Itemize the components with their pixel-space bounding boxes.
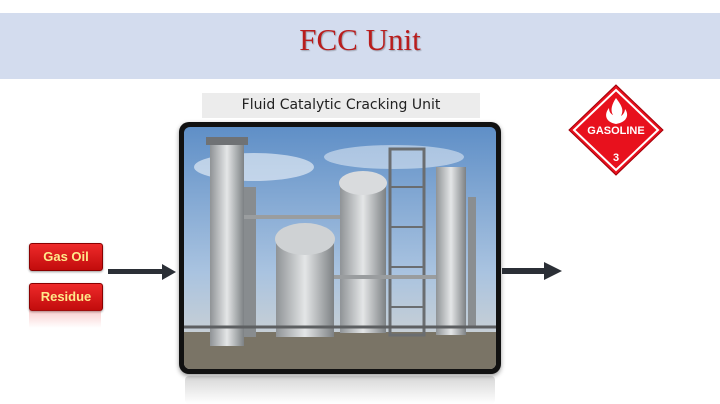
photo-caption: Fluid Catalytic Cracking Unit bbox=[202, 93, 480, 118]
flame-icon bbox=[606, 98, 628, 124]
placard-class-number: 3 bbox=[613, 152, 619, 164]
photo-reflection bbox=[185, 376, 495, 404]
gasoline-hazard-placard: GASOLINE 3 bbox=[568, 84, 664, 176]
feed-arrow bbox=[108, 264, 176, 280]
input-reflection bbox=[29, 310, 101, 328]
input-gas-oil: Gas Oil bbox=[29, 243, 103, 271]
top-margin bbox=[0, 0, 720, 13]
title-band bbox=[0, 13, 720, 79]
product-arrow bbox=[502, 262, 562, 280]
slide-title: FCC Unit bbox=[299, 22, 421, 57]
placard-label: GASOLINE bbox=[587, 125, 644, 137]
refinery-illustration bbox=[184, 127, 496, 369]
refinery-photo bbox=[179, 122, 501, 374]
input-residue: Residue bbox=[29, 283, 103, 311]
